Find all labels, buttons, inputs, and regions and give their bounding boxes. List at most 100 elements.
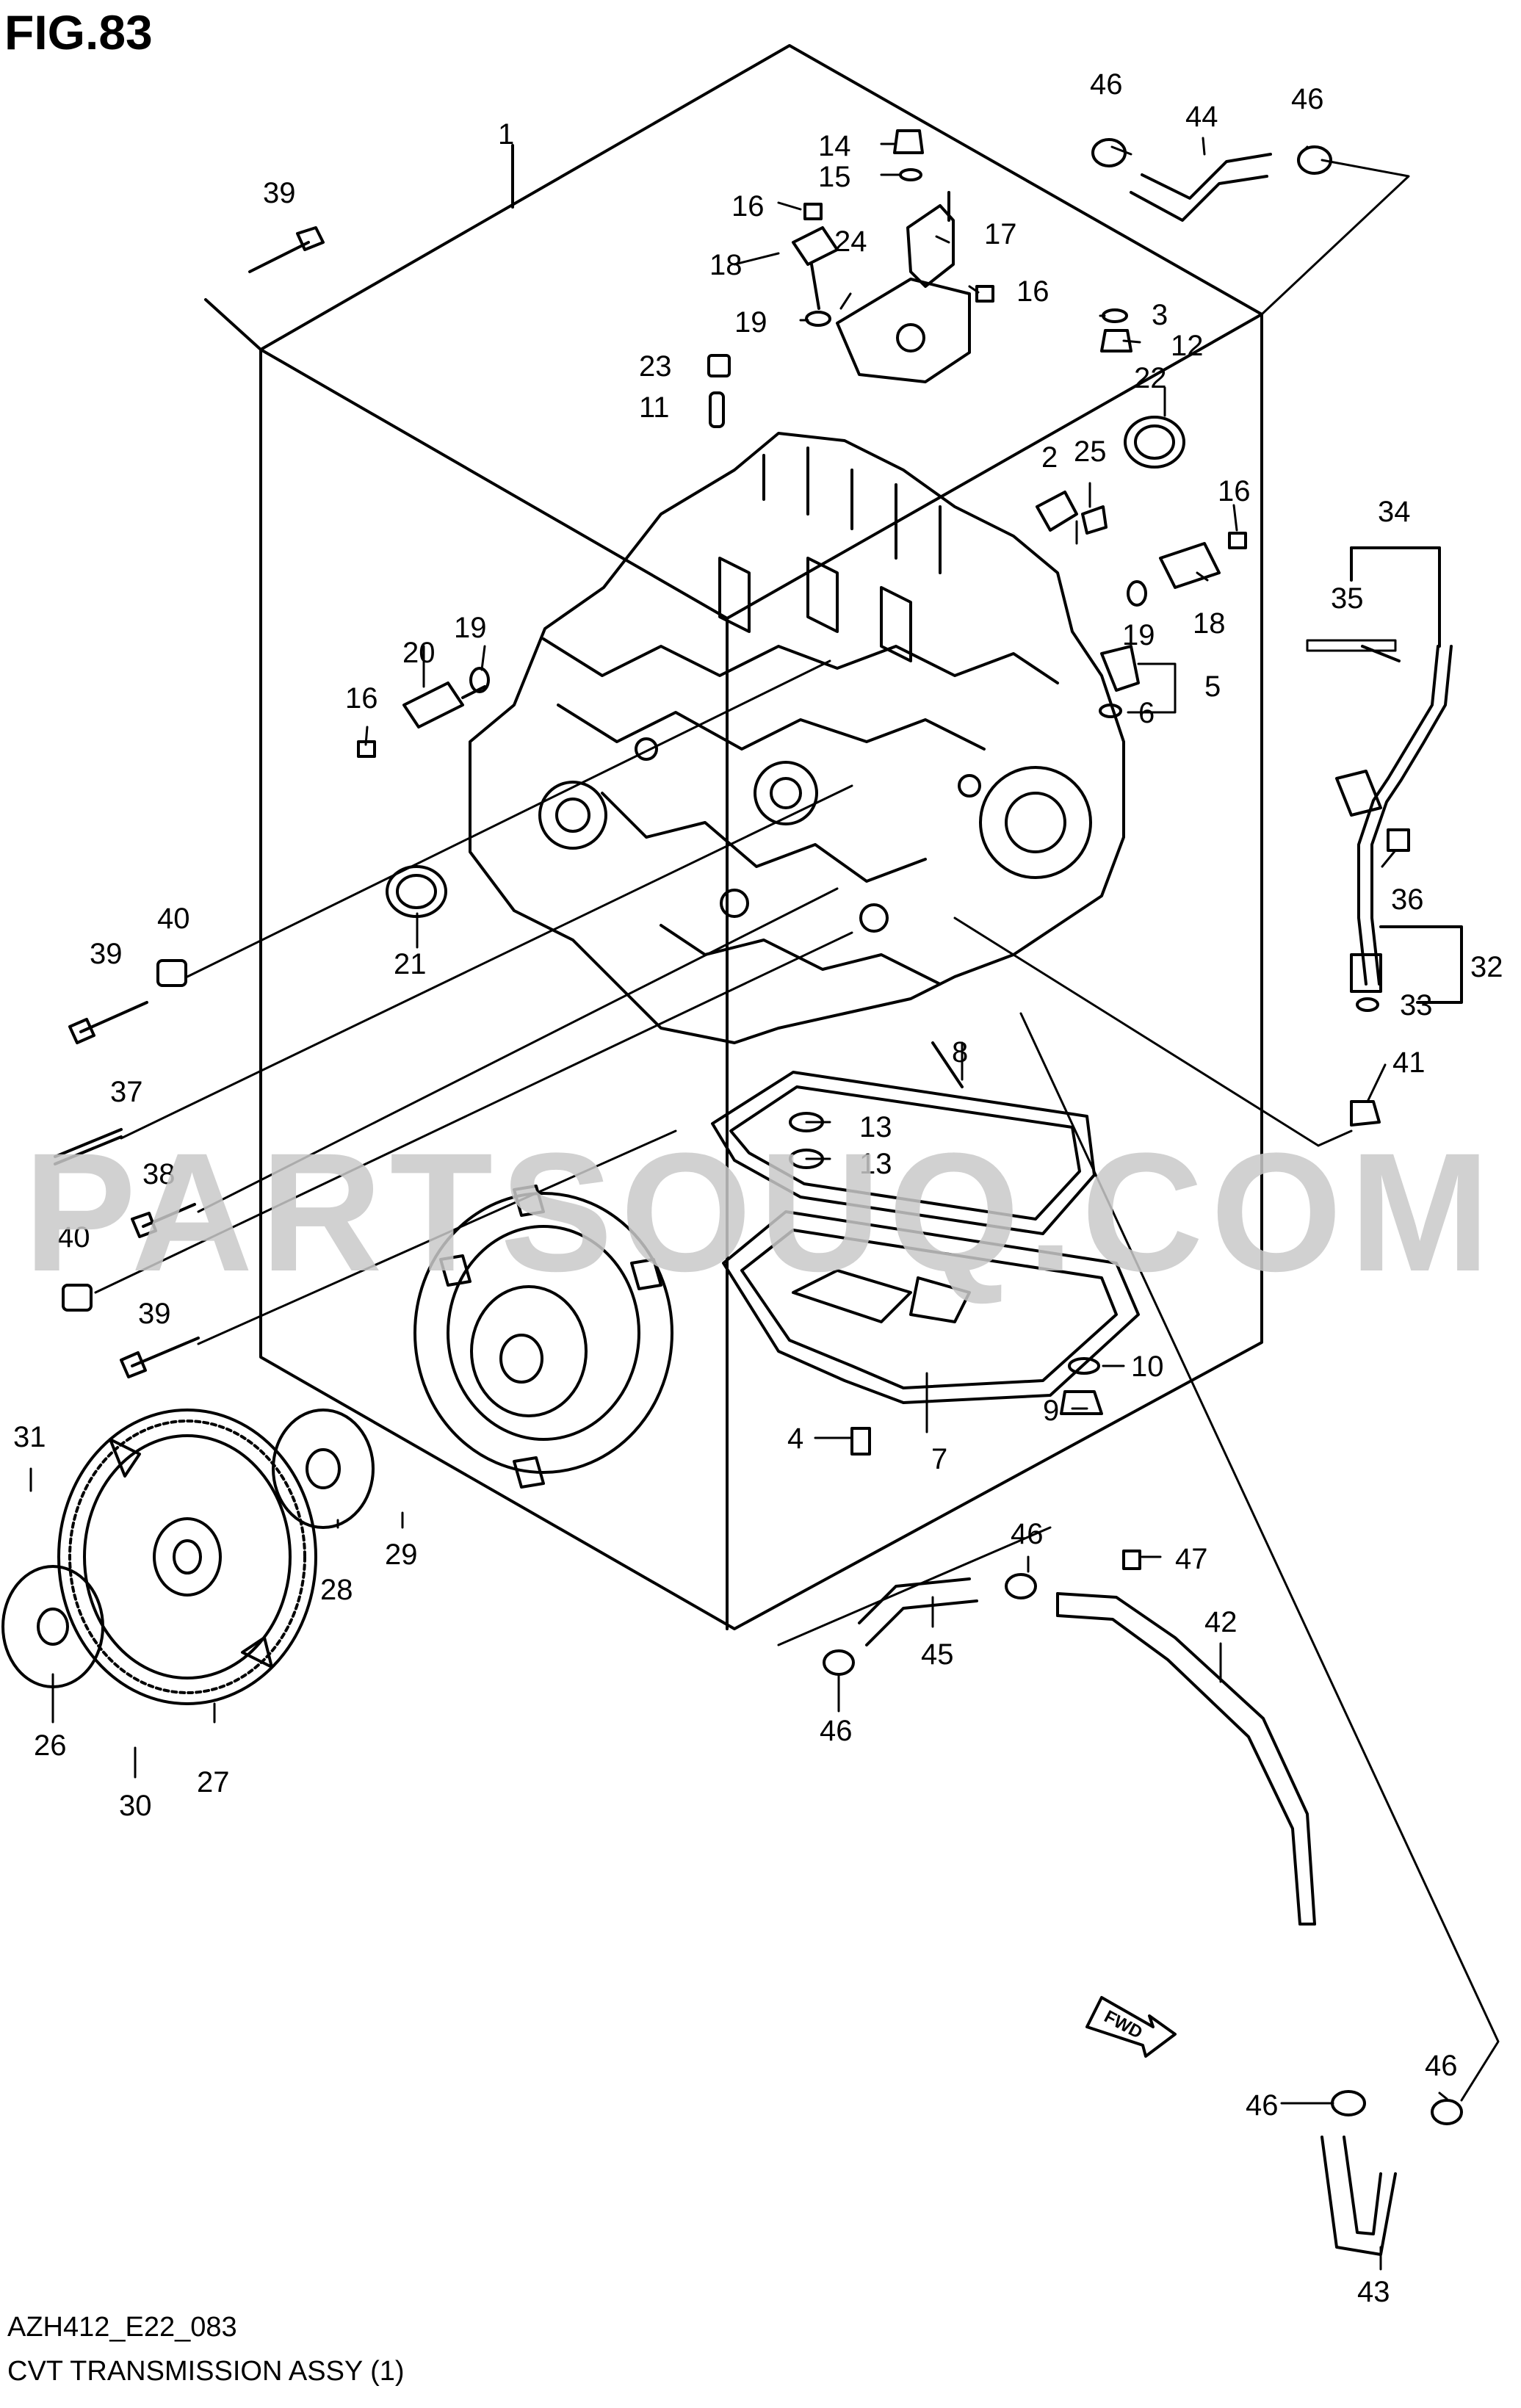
callout-21: 21 [394,948,427,980]
callout-37: 37 [110,1076,143,1108]
hose-44 [1130,153,1272,222]
gasket-2 [1036,491,1078,532]
plug-23 [707,354,731,377]
callout-13a: 13 [859,1111,892,1143]
torque-converter [413,1185,673,1489]
leader-lines [94,659,1052,1646]
oil-seal-22 [1124,416,1185,469]
washer-15 [899,168,922,181]
pipe-42 [1056,1592,1316,1926]
bolt-47 [1122,1550,1141,1570]
bolt-38 [131,1203,196,1238]
callout-39a: 39 [263,177,296,209]
callout-1: 1 [498,118,514,151]
callout-11: 11 [639,391,670,424]
callout-leaders [29,137,1448,2271]
diagram-code: AZH412_E22_083 [7,2312,237,2343]
sensor-20 [402,681,486,728]
callout-20: 20 [402,637,436,669]
callout-24: 24 [834,225,867,258]
callout-35: 35 [1331,582,1364,615]
drive-plate [57,1409,317,1705]
oil-pan [722,1210,1140,1404]
callout-18b: 18 [1193,607,1226,640]
callout-46f: 46 [1425,2050,1458,2082]
pin-11 [709,391,725,428]
clamps-46 [823,138,1463,2125]
o-ring-6 [1099,704,1122,718]
callout-2: 2 [1041,441,1058,474]
callout-40b: 40 [57,1221,90,1254]
callout-38: 38 [142,1158,176,1190]
callout-12: 12 [1171,330,1204,362]
callout-46e: 46 [1246,2089,1279,2122]
washer-3 [1102,308,1128,323]
bracket-17 [906,191,955,288]
drain-plug-9 [1060,1390,1103,1415]
callout-46a: 46 [1090,68,1123,101]
callout-29: 29 [385,1539,418,1571]
callout-16a: 16 [731,190,765,223]
dowel-40 [62,959,187,1312]
callout-28: 28 [320,1574,353,1606]
bolt-25 [1081,505,1108,535]
oil-seal-21 [386,865,447,918]
bolt-39-top [248,226,325,273]
o-ring-19 [469,311,1147,693]
callout-43: 43 [1357,2276,1390,2308]
fwd-arrow [1085,1996,1177,2058]
callout-16c: 16 [1218,475,1251,507]
callout-46c: 46 [1011,1518,1044,1550]
callout-45: 45 [921,1638,954,1671]
callout-42: 42 [1204,1606,1238,1638]
callout-15: 15 [818,161,851,193]
washer-10 [1068,1357,1100,1375]
callout-13b: 13 [859,1148,892,1180]
diagram-caption: CVT TRANSMISSION ASSY (1) [7,2356,405,2387]
callout-25: 25 [1074,435,1107,468]
callout-5: 5 [1204,670,1221,703]
bracket-32 [1379,925,1463,1004]
bolt-39-mid [68,1001,148,1044]
plate-28 [272,1409,375,1529]
sensor-18-top [792,226,839,310]
hose-45 [858,1577,978,1646]
sensor-18-right [1159,542,1221,589]
callout-4: 4 [787,1422,803,1455]
callout-19c: 19 [454,612,487,644]
callout-17: 17 [984,218,1017,250]
callout-46d: 46 [820,1715,853,1747]
callout-16d: 16 [345,682,378,715]
nut-14 [893,129,924,154]
assembly-frame [204,44,1263,1630]
callout-22: 22 [1134,362,1167,394]
dipstick-bracket [1306,546,1441,662]
callout-19b: 19 [1122,619,1155,651]
callout-9: 9 [1043,1395,1059,1427]
callout-23: 23 [639,350,672,383]
bolt-39-low [120,1337,200,1378]
callout-6: 6 [1138,697,1155,729]
callout-26: 26 [34,1729,67,1762]
callout-19a: 19 [734,306,767,339]
callout-7: 7 [931,1443,947,1475]
callout-36: 36 [1391,883,1424,916]
callout-27: 27 [197,1766,230,1798]
bolt-36 [1387,828,1410,852]
nut-41 [1350,1100,1381,1127]
oil-pan-gasket [711,1041,1096,1235]
callout-10: 10 [1131,1351,1164,1383]
hose-43 [1321,2136,1397,2256]
elbow-5 [1100,645,1140,692]
callout-34: 34 [1378,496,1411,528]
callout-30: 30 [119,1790,152,1822]
hose-44-frame [1260,159,1410,316]
callout-labels: 1 2 3 4 5 6 7 8 9 10 11 12 13 13 14 15 1… [13,68,1503,2308]
callout-44: 44 [1185,101,1218,133]
callout-40a: 40 [157,903,190,935]
callout-32: 32 [1470,951,1503,983]
callout-31: 31 [13,1421,46,1453]
callout-3: 3 [1152,299,1168,331]
figure-title: FIG.83 [4,5,153,59]
